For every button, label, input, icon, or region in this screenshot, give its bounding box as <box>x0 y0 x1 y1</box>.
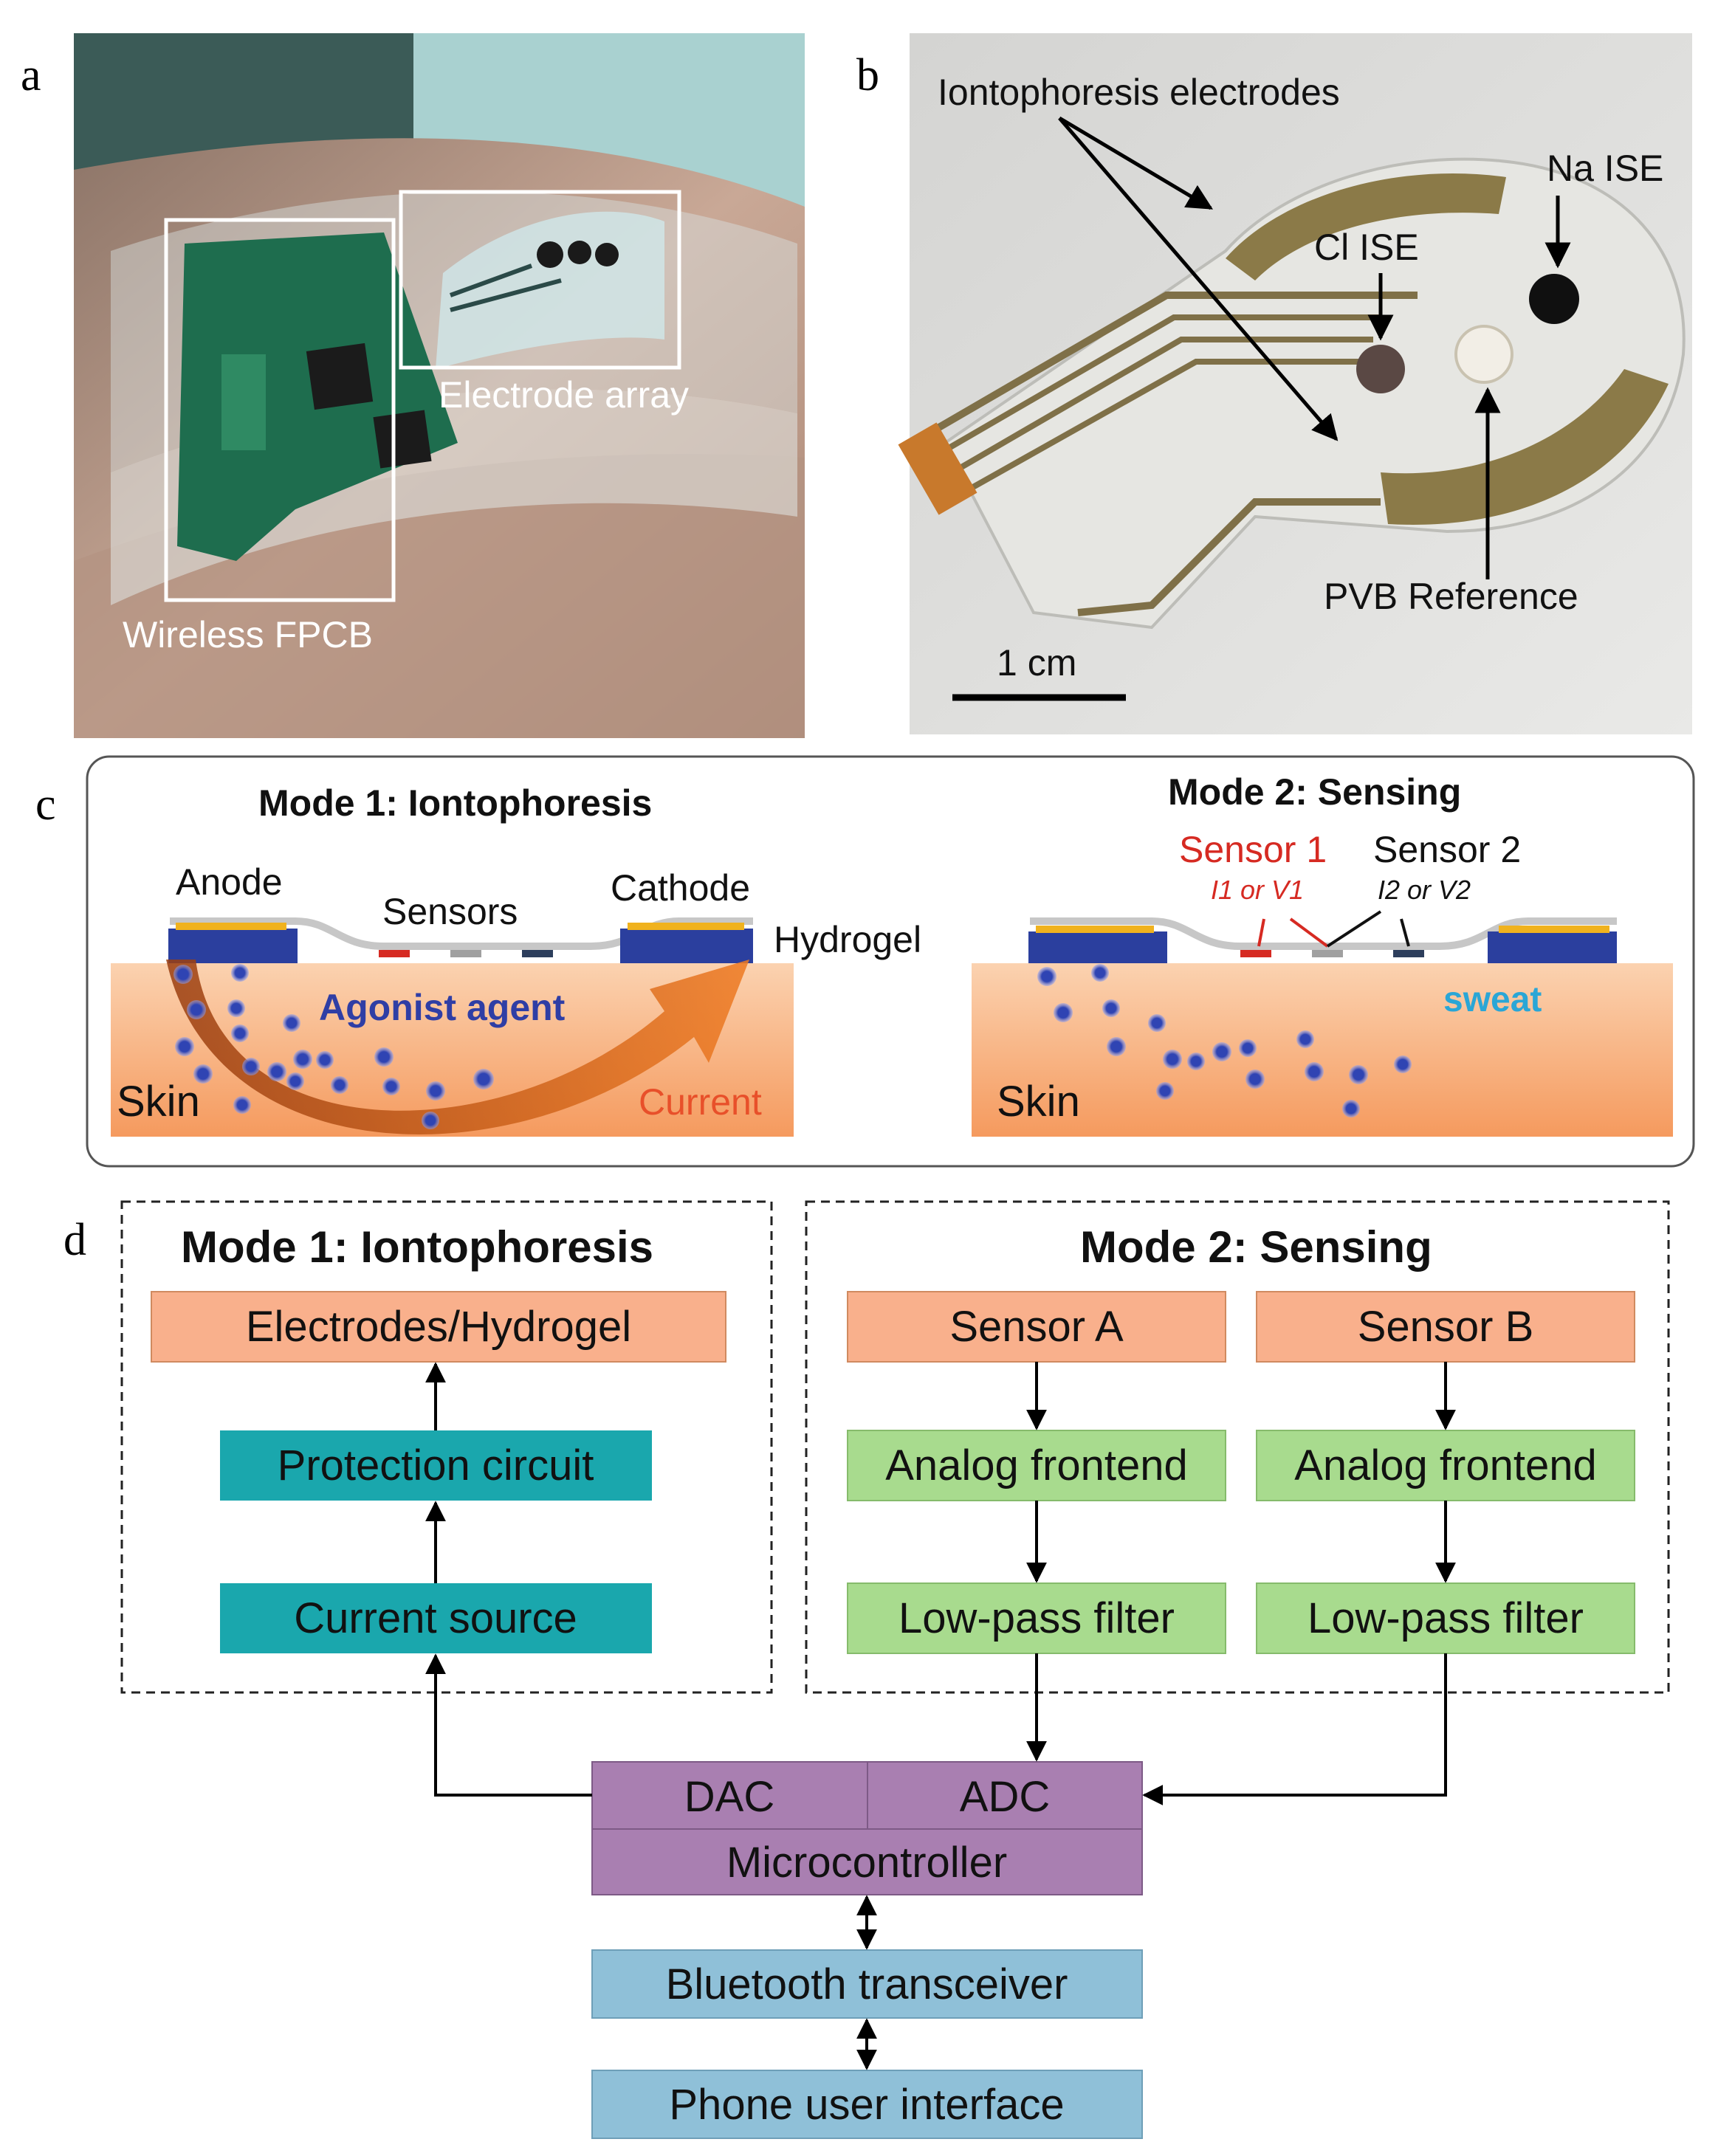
d-sensor-a-box: Sensor A <box>847 1291 1226 1363</box>
c-label-anode: Anode <box>176 861 283 903</box>
svg-text:Analog frontend: Analog frontend <box>885 1442 1188 1489</box>
c-ions-mode1 <box>173 964 494 1129</box>
c-sensor-gray <box>450 950 481 957</box>
d-mode2-frame <box>805 1200 1670 1694</box>
c-label-sensors: Sensors <box>382 891 518 932</box>
d-mode2-title: Mode 2: Sensing <box>1080 1222 1432 1272</box>
c-label-current: Current <box>639 1081 762 1123</box>
c-current-arrow <box>166 960 749 1134</box>
c-cathode <box>620 929 753 963</box>
svg-text:Protection circuit: Protection circuit <box>278 1442 594 1489</box>
d-sensor-b-box: Sensor B <box>1256 1291 1635 1363</box>
panel-label-d: d <box>63 1215 86 1265</box>
d-analog-frontend-b-box: Analog frontend <box>1256 1430 1635 1501</box>
svg-text:Electrodes/Hydrogel: Electrodes/Hydrogel <box>246 1303 631 1351</box>
svg-text:Low-pass filter: Low-pass filter <box>1308 1594 1584 1642</box>
panel-label-a: a <box>21 50 41 100</box>
d-microcontroller-label: Microcontroller <box>726 1839 1007 1887</box>
d-connectors <box>425 1362 1456 2070</box>
label-iontophoresis-electrodes: Iontophoresis electrodes <box>938 72 1340 113</box>
d-low-pass-filter-a-box: Low-pass filter <box>847 1582 1226 1654</box>
d-low-pass-filter-b-box: Low-pass filter <box>1256 1582 1635 1654</box>
c-label-cathode: Cathode <box>611 867 750 909</box>
d-adc-label: ADC <box>960 1773 1050 1821</box>
wireless-fpcb-frame <box>164 218 396 602</box>
label-electrode-array: Electrode array <box>439 374 689 416</box>
c-skin-2 <box>972 963 1673 1137</box>
photo-electrode-array <box>898 33 1692 734</box>
c-label-sweat: sweat <box>1443 980 1542 1019</box>
d-phone-ui-box: Phone user interface <box>591 2070 1143 2139</box>
c-label-hydrogel: Hydrogel <box>774 919 921 960</box>
c-label-sensor2: Sensor 2 <box>1373 829 1521 870</box>
d-mode1-title: Mode 1: Iontophoresis <box>181 1222 653 1272</box>
c-label-sensor2-sub: I2 or V2 <box>1378 875 1471 905</box>
svg-text:Phone user interface: Phone user interface <box>669 2081 1064 2129</box>
label-wireless-fpcb: Wireless FPCB <box>123 614 373 655</box>
c-label-sensor1-sub: I1 or V1 <box>1211 875 1304 905</box>
c-sensor-red <box>379 950 410 957</box>
svg-text:Low-pass filter: Low-pass filter <box>898 1594 1175 1642</box>
arrow-to-electrode-top <box>1058 116 1214 210</box>
label-na-ise: Na ISE <box>1547 148 1663 189</box>
panel-label-b: b <box>856 50 879 100</box>
d-dac-label: DAC <box>684 1773 774 1821</box>
c-label-agonist: Agonist agent <box>319 987 566 1028</box>
c-mode2-title: Mode 2: Sensing <box>1168 771 1461 813</box>
svg-text:Bluetooth transceiver: Bluetooth transceiver <box>666 1960 1068 2008</box>
c-label-skin-2: Skin <box>997 1078 1080 1126</box>
d-electrodes-hydrogel-box: Electrodes/Hydrogel <box>151 1291 726 1363</box>
label-pvb-reference: PVB Reference <box>1324 576 1578 617</box>
d-bluetooth-box: Bluetooth transceiver <box>591 1949 1143 2019</box>
c-label-sensor1: Sensor 1 <box>1179 829 1327 870</box>
d-mode1-frame <box>120 1200 773 1694</box>
photo-wearable-device <box>74 33 805 738</box>
c-label-skin-1: Skin <box>117 1078 200 1126</box>
d-microcontroller-block: DAC ADC Microcontroller <box>591 1761 1143 1895</box>
d-current-source-box: Current source <box>220 1583 652 1653</box>
d-analog-frontend-a-box: Analog frontend <box>847 1430 1226 1501</box>
scale-bar-label: 1 cm <box>997 642 1076 683</box>
svg-text:Current source: Current source <box>294 1594 577 1642</box>
label-cl-ise: Cl ISE <box>1314 227 1419 268</box>
d-protection-circuit-box: Protection circuit <box>220 1430 652 1501</box>
panel-label-c: c <box>35 779 56 830</box>
svg-text:Sensor B: Sensor B <box>1358 1303 1534 1351</box>
c-anode <box>168 929 298 963</box>
svg-text:Analog frontend: Analog frontend <box>1294 1442 1597 1489</box>
c-mode1-title: Mode 1: Iontophoresis <box>258 782 652 824</box>
arrow-to-electrode-bottom <box>1058 117 1339 441</box>
c-sensor-navy <box>522 950 553 957</box>
c-ions-mode2 <box>1037 964 1412 1117</box>
svg-text:Sensor A: Sensor A <box>949 1303 1124 1351</box>
electrode-array-frame <box>399 190 681 370</box>
